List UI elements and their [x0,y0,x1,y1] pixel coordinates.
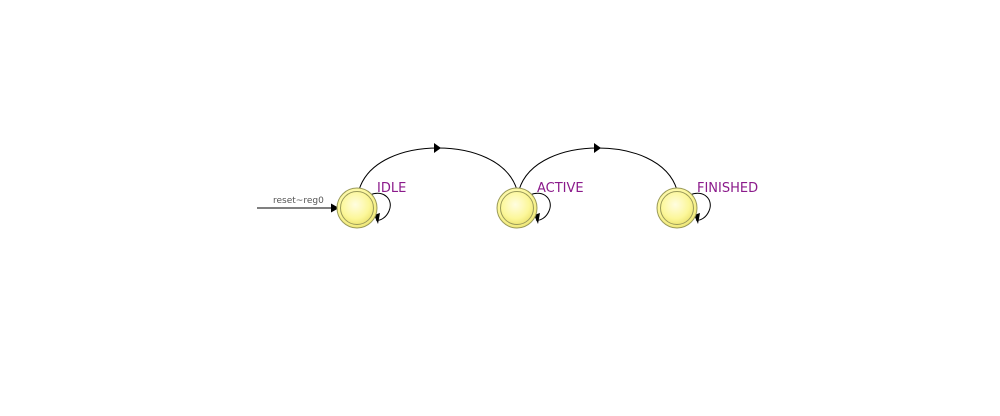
transition-active-finished-arrowhead [594,143,601,153]
transition-idle-active-arrowhead [434,143,441,153]
state-finished[interactable]: FINISHED [656,181,758,229]
transition-idle-to-active [358,143,518,191]
reset-label: reset~reg0 [273,196,324,206]
reset-transition: reset~reg0 [257,196,339,213]
transition-active-to-finished [518,143,678,191]
state-active[interactable]: ACTIVE [496,181,584,229]
state-finished-label: FINISHED [697,181,758,196]
state-idle[interactable]: IDLE [336,181,406,229]
reset-arrow-head [331,203,339,213]
state-finished-inner-ring [660,191,694,225]
state-idle-inner-ring [340,191,374,225]
self-loop-finished [689,192,711,221]
state-idle-label: IDLE [377,181,406,196]
state-active-inner-ring [500,191,534,225]
self-loop-idle [369,192,391,221]
state-active-label: ACTIVE [537,181,584,196]
self-loop-active [529,192,551,221]
